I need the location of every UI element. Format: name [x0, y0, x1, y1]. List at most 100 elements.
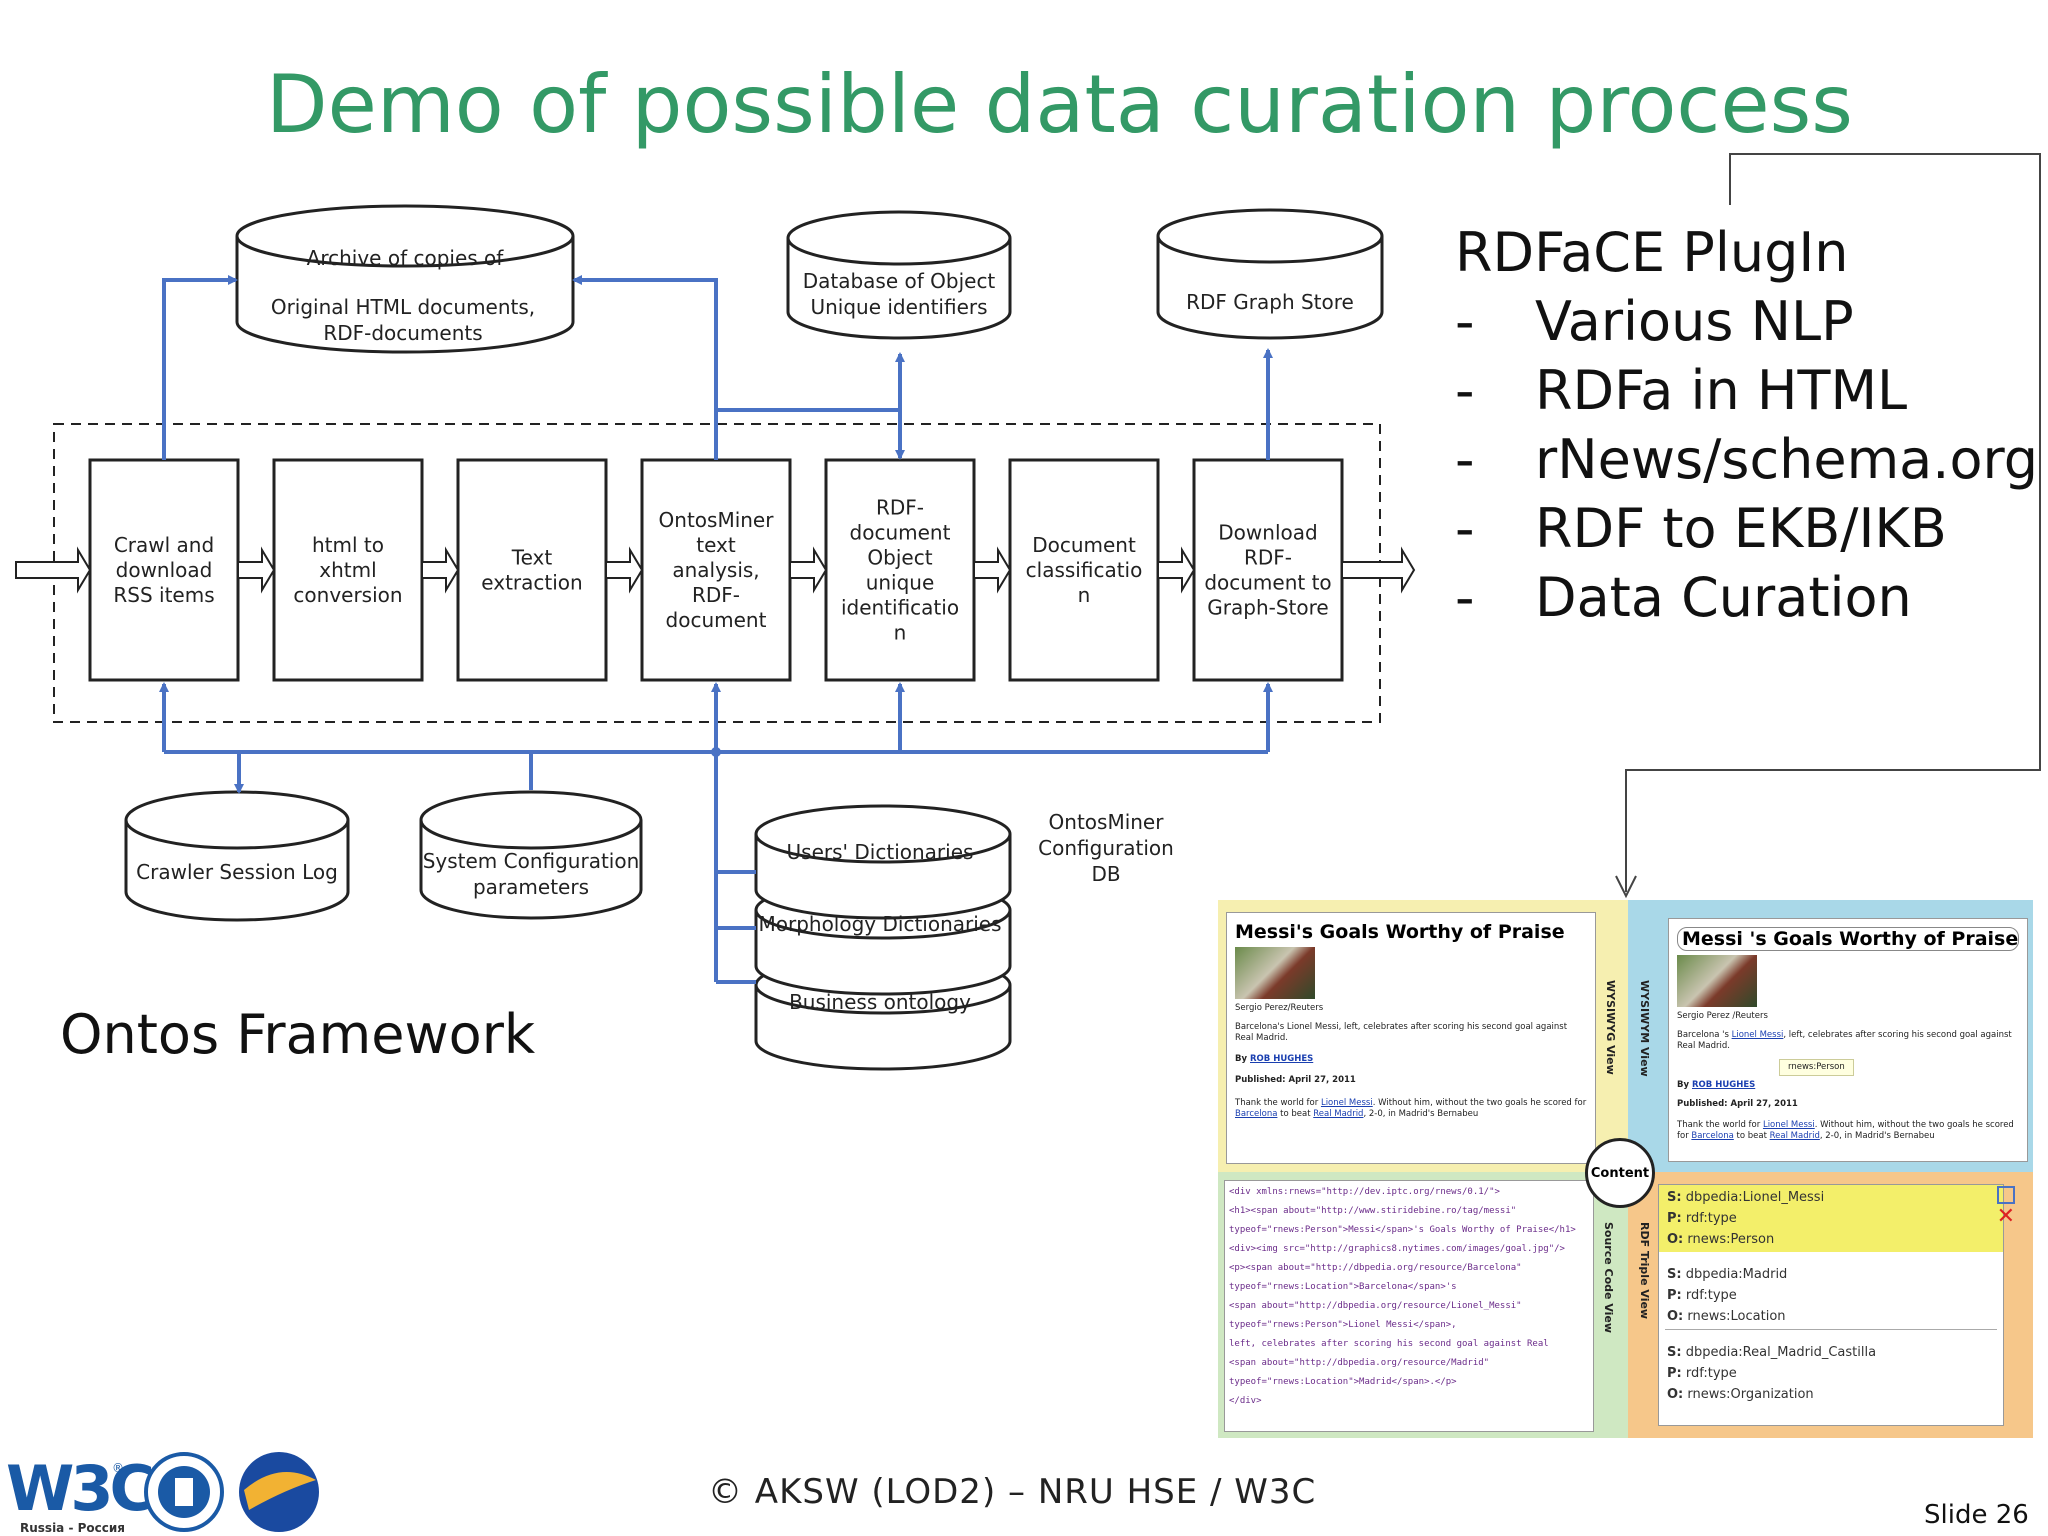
- entity-link[interactable]: Real Madrid: [1769, 1131, 1820, 1141]
- entity-link[interactable]: Lionel Messi: [1731, 1030, 1784, 1040]
- rdface-item: -Data Curation: [1455, 566, 1912, 629]
- triple-item[interactable]: S: dbpedia:Lionel_Messi P: rdf:type O: r…: [1659, 1185, 2003, 1252]
- process-step-label: Crawl and: [114, 533, 214, 557]
- entity-tooltip: rnews:Person: [1779, 1059, 1854, 1076]
- store-archive-label: Archive of copies of: [307, 246, 505, 270]
- process-step-label: text: [696, 533, 736, 557]
- w3c-logo: W3C: [6, 1452, 152, 1525]
- code-line: <h1><span about="http://www.stiridebine.…: [1229, 1206, 1517, 1216]
- entity-link[interactable]: Barcelona: [1235, 1109, 1278, 1119]
- flow-arrow: [237, 546, 276, 594]
- process-step-label: n: [1078, 583, 1091, 607]
- rdface-list: RDFaCE PlugIn -Various NLP -RDFa in HTML…: [1455, 218, 2038, 632]
- process-step-label: conversion: [293, 583, 402, 607]
- entity-link[interactable]: Barcelona: [1691, 1131, 1734, 1141]
- store-sys-config-label: System Configuration: [423, 849, 640, 873]
- process-step-label: document to: [1204, 571, 1331, 595]
- article-photo: [1235, 947, 1315, 999]
- delete-icon[interactable]: ✕: [1996, 1204, 2015, 1229]
- rdface-connector: [1615, 153, 2041, 899]
- process-step-box: [456, 458, 608, 682]
- code-line: typeof="rnews:Person">Messi</span>'s Goa…: [1229, 1225, 1576, 1235]
- store-users-dict: [754, 804, 1012, 920]
- flow-arrow: [1157, 546, 1196, 594]
- store-object-db-label: Unique identifiers: [810, 295, 987, 319]
- process-step-label: Download: [1218, 521, 1317, 545]
- connector-line: [162, 275, 238, 460]
- triple-item[interactable]: S: dbpedia:Madrid P: rdf:type O: rnews:L…: [1667, 1267, 1788, 1324]
- process-step-label: document: [666, 608, 767, 632]
- process-step-label: RSS items: [113, 583, 214, 607]
- process-step-label: xhtml: [319, 558, 376, 582]
- config-db-label: DB: [1091, 862, 1120, 886]
- code-line: <span about="http://dbpedia.org/resource…: [1229, 1301, 1522, 1311]
- store-crawler-log: [124, 790, 350, 922]
- process-step-box: [1008, 458, 1160, 682]
- connector-line: [572, 275, 718, 460]
- process-step-label: OntosMiner: [659, 508, 775, 532]
- junction-dot: [711, 747, 721, 757]
- source-code-document: <div xmlns:rnews="http://dev.iptc.org/rn…: [1224, 1180, 1594, 1432]
- process-step-label: Document: [1032, 533, 1136, 557]
- article-photo: [1677, 955, 1757, 1007]
- store-sys-config: [419, 790, 643, 920]
- rdface-heading: RDFaCE PlugIn: [1455, 221, 1849, 284]
- code-line: typeof="rnews:Location">Barcelona</span>…: [1229, 1282, 1457, 1292]
- w3c-russia-label: Russia - Россия: [20, 1521, 125, 1535]
- code-line: <p><span about="http://dbpedia.org/resou…: [1229, 1263, 1522, 1273]
- flow-arrow: [1341, 546, 1416, 594]
- rdface-item: -RDF to EKB/IKB: [1455, 497, 1947, 560]
- svg-text:®: ®: [112, 1461, 124, 1475]
- logos: W3C ® Russia - Россия: [6, 1452, 319, 1535]
- source-code-label: Source Code View: [1602, 1222, 1615, 1334]
- slide-title: Demo of possible data curation process: [266, 58, 1853, 151]
- article-title: Messi's Goals Worthy of Praise: [1235, 921, 1565, 943]
- flow-arrow: [973, 546, 1012, 594]
- entity-link[interactable]: Lionel Messi: [1762, 1120, 1815, 1130]
- flow-arrow: [15, 546, 92, 594]
- process-step-label: Graph-Store: [1207, 596, 1328, 620]
- store-business-ontology-label: Business ontology: [789, 990, 971, 1014]
- wysiwyg-view: Messi's Goals Worthy of Praise Sergio Pe…: [1218, 900, 1628, 1172]
- process-step-label: RDF-: [876, 496, 924, 520]
- author-link[interactable]: ROB HUGHES: [1250, 1054, 1314, 1064]
- store-sys-config-label: parameters: [473, 875, 589, 899]
- rdface-item: -Various NLP: [1455, 290, 1854, 353]
- content-hub: Content: [1585, 1138, 1655, 1208]
- triple-item[interactable]: S: dbpedia:Real_Madrid_Castilla P: rdf:t…: [1667, 1345, 1877, 1402]
- entity-link[interactable]: Real Madrid: [1313, 1109, 1364, 1119]
- data-curation-diagram: Archive of copies of Original HTML docume…: [15, 204, 1416, 1071]
- entity-link[interactable]: Lionel Messi: [1320, 1098, 1373, 1108]
- code-line: <div xmlns:rnews="http://dev.iptc.org/rn…: [1229, 1187, 1500, 1197]
- process-step-label: unique: [866, 571, 935, 595]
- code-line: </div>: [1229, 1396, 1262, 1406]
- code-line: <div><img src="http://graphics8.nytimes.…: [1229, 1244, 1565, 1254]
- rdface-item: -RDFa in HTML: [1455, 359, 1908, 422]
- store-crawler-log-label: Crawler Session Log: [136, 860, 338, 884]
- process-step-label: Text: [511, 546, 553, 570]
- wysiwym-view: WYSIWYM View Messi 's Goals Worthy of Pr…: [1628, 900, 2033, 1172]
- rdf-triple-view: RDF Triple View S: dbpedia:Lionel_Messi …: [1628, 1172, 2033, 1438]
- source-code-view: <div xmlns:rnews="http://dev.iptc.org/rn…: [1218, 1172, 1628, 1438]
- author-link[interactable]: ROB HUGHES: [1692, 1080, 1756, 1090]
- store-morphology-dict-label: Morphology Dictionaries: [758, 912, 1001, 936]
- store-object-db: [786, 210, 1012, 340]
- process-step-label: Object: [867, 546, 932, 570]
- process-step-label: download: [116, 558, 213, 582]
- wysiwym-label: WYSIWYM View: [1638, 980, 1651, 1077]
- process-step-label: RDF-: [1244, 546, 1292, 570]
- process-step-label: RDF-: [692, 583, 740, 607]
- process-step-box: [824, 458, 976, 682]
- process-step-label: identificatio: [841, 596, 959, 620]
- store-archive-label: Original HTML documents,: [271, 295, 535, 319]
- store-users-dict-label: Users' Dictionaries: [787, 840, 974, 864]
- process-step-label: analysis,: [672, 558, 759, 582]
- process-step-label: document: [850, 521, 951, 545]
- code-line: left, celebrates after scoring his secon…: [1229, 1339, 1549, 1349]
- edit-icon[interactable]: [1997, 1186, 2015, 1204]
- article-title: Messi 's Goals Worthy of Praise: [1677, 927, 2019, 951]
- process-step-label: n: [894, 621, 907, 645]
- process-step-box: [640, 458, 792, 682]
- process-step-label: classificatio: [1026, 558, 1143, 582]
- wysiwyg-label: WYSIWYG View: [1604, 980, 1617, 1075]
